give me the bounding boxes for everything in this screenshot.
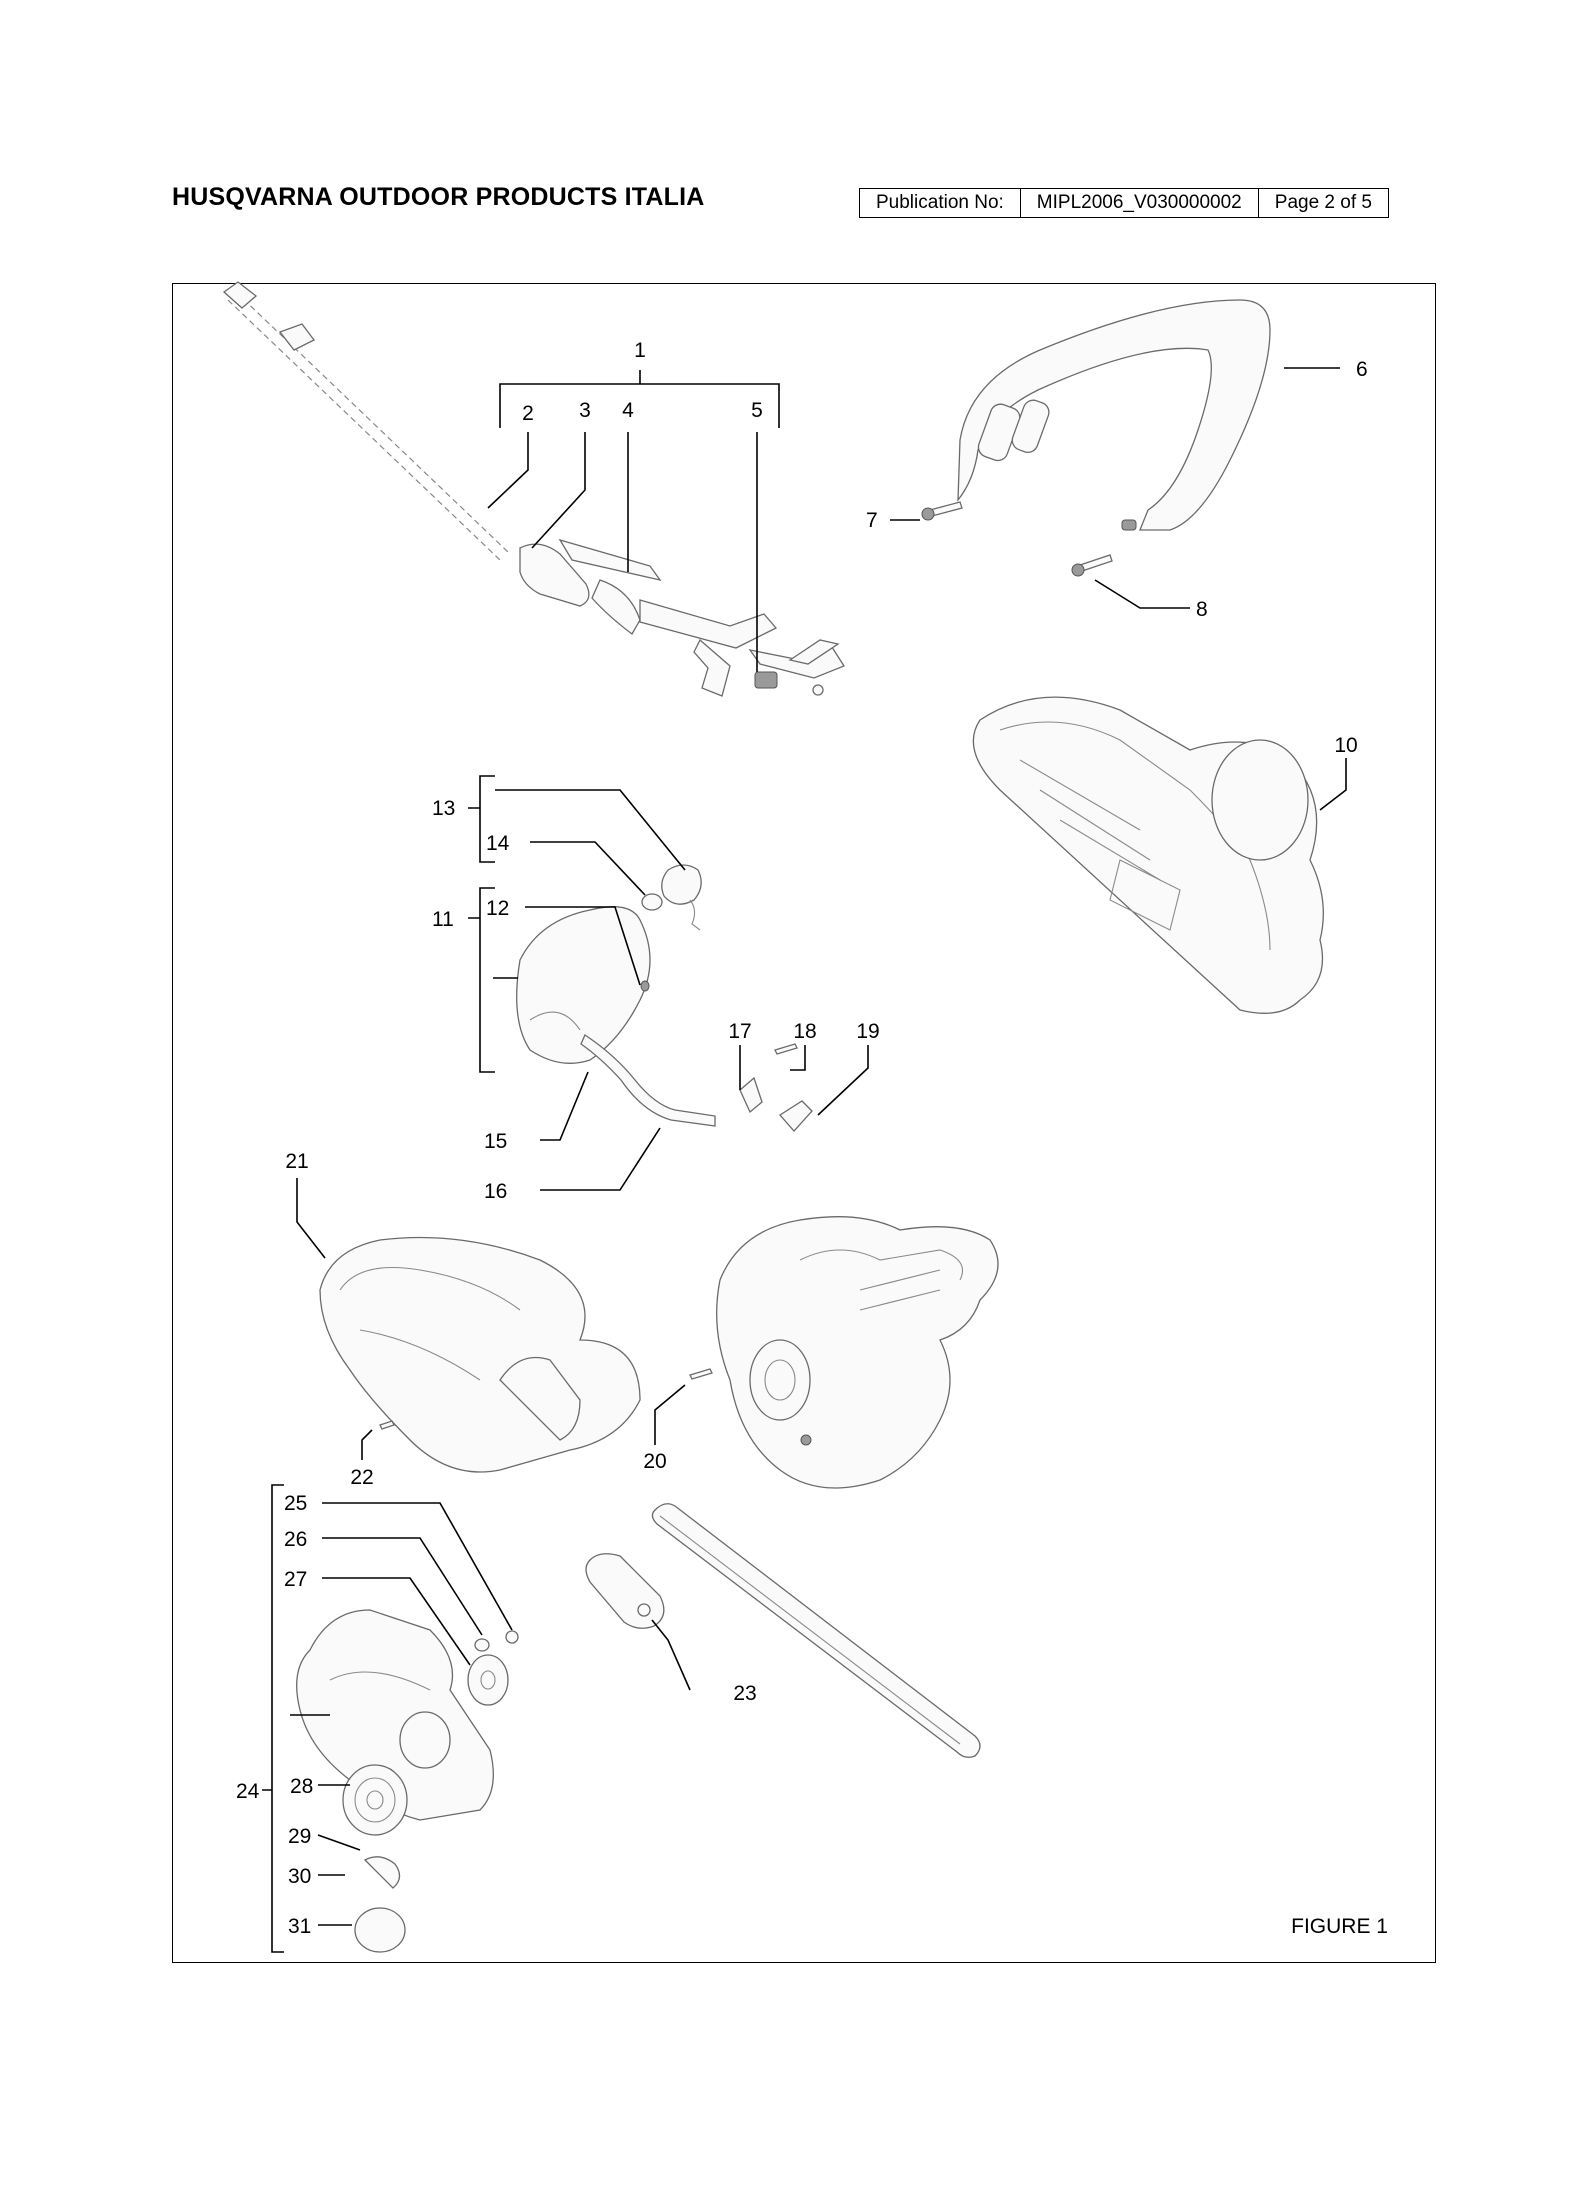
callout-28: 28 <box>290 1775 313 1798</box>
company-name: HUSQVARNA OUTDOOR PRODUCTS ITALIA <box>172 183 705 211</box>
callout-26: 26 <box>284 1528 307 1551</box>
callout-10: 10 <box>1334 734 1357 757</box>
callout-2: 2 <box>522 402 534 425</box>
callout-25: 25 <box>284 1492 307 1515</box>
callout-6: 6 <box>1356 358 1368 381</box>
figure-caption: FIGURE 1 <box>1291 1915 1388 1938</box>
callout-11: 11 <box>432 908 454 931</box>
housing-half-drawing <box>972 696 1324 1014</box>
handle-assembly-drawing <box>222 281 845 697</box>
front-handle-drawing <box>957 299 1271 531</box>
callout-12: 12 <box>486 897 509 920</box>
guide-bar-drawing <box>585 1503 981 1758</box>
callout-22: 22 <box>350 1466 373 1489</box>
publication-number: MIPL2006_V030000002 <box>1019 188 1259 218</box>
figure-frame <box>172 283 1436 1963</box>
motor-cover-drawing <box>319 1236 641 1473</box>
publication-label: Publication No: <box>859 188 1021 218</box>
callout-14: 14 <box>486 832 510 855</box>
callout-lines <box>262 367 1347 1953</box>
callout-21: 21 <box>285 1150 308 1173</box>
callout-27: 27 <box>284 1568 307 1591</box>
callout-5: 5 <box>751 399 763 422</box>
page-indicator: Page 2 of 5 <box>1257 188 1389 218</box>
callout-20: 20 <box>643 1450 666 1473</box>
callout-19: 19 <box>856 1020 879 1043</box>
publication-info-table: Publication No: MIPL2006_V030000002 Page… <box>859 188 1389 218</box>
motor-housing-drawing <box>689 1216 999 1489</box>
callout-numbers: 1 2 3 4 5 6 7 8 10 11 12 13 14 15 16 17 … <box>236 339 1368 1938</box>
callout-29: 29 <box>288 1825 311 1848</box>
callout-23: 23 <box>733 1682 756 1705</box>
callout-30: 30 <box>288 1865 311 1888</box>
callout-31: 31 <box>288 1915 311 1938</box>
screw-drawings <box>921 501 1113 577</box>
callout-8: 8 <box>1196 598 1208 621</box>
callout-24: 24 <box>236 1780 260 1803</box>
callout-1: 1 <box>634 339 646 362</box>
callout-4: 4 <box>622 399 634 422</box>
callout-18: 18 <box>793 1020 816 1043</box>
callout-17: 17 <box>728 1020 751 1043</box>
callout-13: 13 <box>432 797 455 820</box>
callout-16: 16 <box>484 1180 507 1203</box>
callout-3: 3 <box>579 399 591 422</box>
motor-parts-drawing <box>516 864 813 1132</box>
callout-7: 7 <box>866 509 878 532</box>
callout-15: 15 <box>484 1130 507 1153</box>
sprocket-cover-drawing <box>296 1609 519 1953</box>
